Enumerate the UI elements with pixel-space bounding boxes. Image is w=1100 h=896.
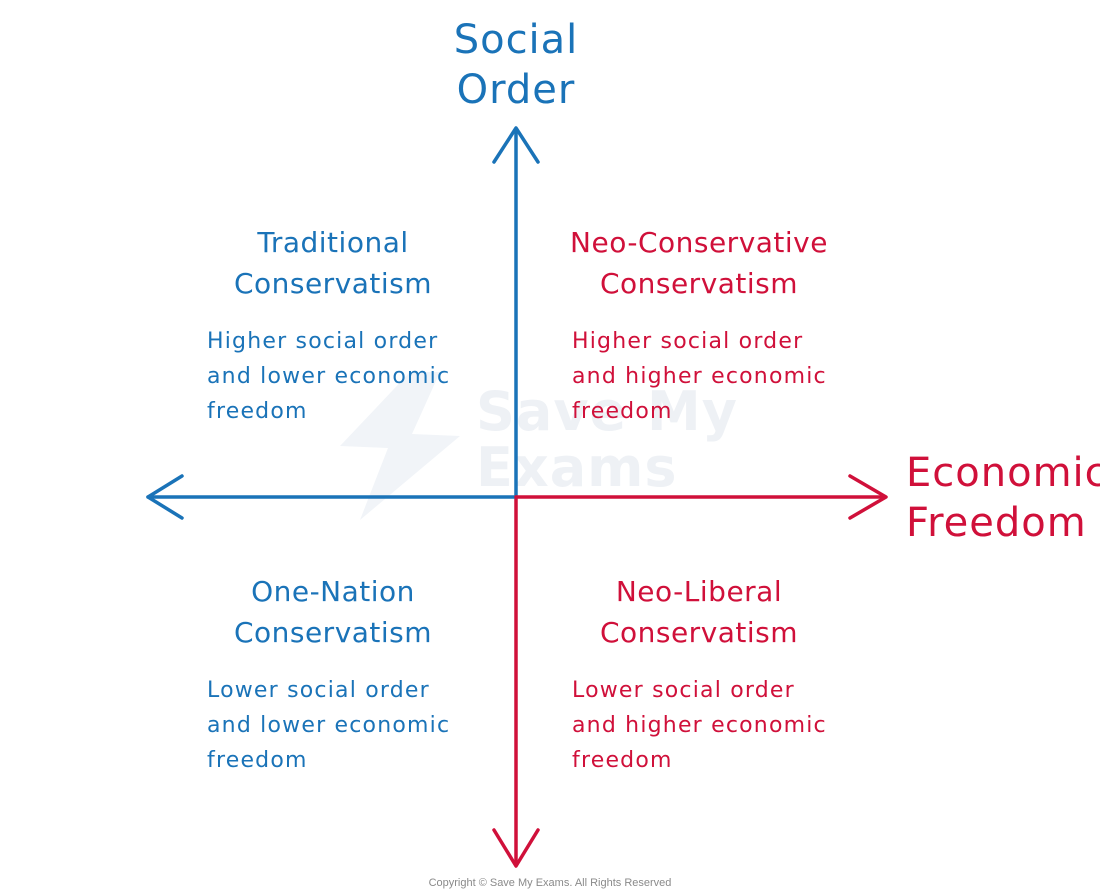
quadrant-title-line-1: Traditional	[257, 226, 409, 259]
quadrant-description-line-2: and lower economic	[207, 713, 451, 738]
x-axis-title-line-1: Economic	[906, 450, 1100, 496]
quadrant-description-line-3: freedom	[207, 748, 308, 773]
quadrant-title: Neo-Conservative Conservatism	[534, 222, 864, 304]
quadrant-traditional-conservatism: Traditional Conservatism Higher social o…	[168, 222, 498, 429]
copyright-notice: Copyright © Save My Exams. All Rights Re…	[428, 877, 672, 889]
quadrant-description-line-1: Lower social order	[572, 678, 795, 703]
y-axis-title-line-1: Social	[453, 17, 579, 63]
quadrant-title-line-2: Conservatism	[233, 267, 433, 300]
quadrant-title: Traditional Conservatism	[168, 222, 498, 304]
y-axis-up-arrowhead	[492, 126, 540, 164]
x-axis-left-arrowhead	[146, 474, 184, 520]
quadrant-title: Neo-Liberal Conservatism	[534, 571, 864, 653]
quadrant-neo-liberal-conservatism: Neo-Liberal Conservatism Lower social or…	[534, 571, 864, 778]
x-axis-title-line-2: Freedom	[906, 500, 1087, 546]
quadrant-description-line-1: Higher social order	[572, 329, 804, 354]
quadrant-title-line-1: Neo-Conservative	[570, 226, 828, 259]
quadrant-title-line-1: Neo-Liberal	[615, 575, 783, 608]
quadrant-description-line-2: and lower economic	[207, 364, 451, 389]
watermark-line-1: Save My	[476, 380, 738, 443]
quadrant-description-line-2: and higher economic	[572, 364, 827, 389]
quadrant-one-nation-conservatism: One-Nation Conservatism Lower social ord…	[168, 571, 498, 778]
watermark-text: Save My Exams	[476, 384, 738, 496]
quadrant-title-line-2: Conservatism	[599, 267, 799, 300]
quadrant-description: Lower social order and higher economic f…	[534, 673, 864, 778]
quadrant-description: Higher social order and lower economic f…	[168, 324, 498, 429]
y-axis-down-arrowhead	[492, 828, 540, 868]
quadrant-title-line-2: Conservatism	[599, 616, 799, 649]
quadrant-description: Higher social order and higher economic …	[534, 324, 864, 429]
quadrant-neo-conservative-conservatism: Neo-Conservative Conservatism Higher soc…	[534, 222, 864, 429]
quadrant-title-line-2: Conservatism	[233, 616, 433, 649]
y-axis-title: Social Order	[416, 15, 616, 115]
quadrant-description-line-3: freedom	[572, 748, 673, 773]
quadrant-description-line-2: and higher economic	[572, 713, 827, 738]
x-axis-right-arrowhead	[848, 474, 888, 520]
quadrant-description: Lower social order and lower economic fr…	[168, 673, 498, 778]
quadrant-description-line-3: freedom	[572, 399, 673, 424]
quadrant-title: One-Nation Conservatism	[168, 571, 498, 653]
quadrant-description-line-1: Lower social order	[207, 678, 430, 703]
quadrant-description-line-1: Higher social order	[207, 329, 439, 354]
x-axis-title: Economic Freedom	[906, 448, 1100, 548]
y-axis-title-line-2: Order	[456, 67, 576, 113]
watermark-line-2: Exams	[476, 436, 678, 499]
quadrant-title-line-1: One-Nation	[251, 575, 415, 608]
watermark-bolt-icon	[340, 372, 460, 520]
quadrant-description-line-3: freedom	[207, 399, 308, 424]
